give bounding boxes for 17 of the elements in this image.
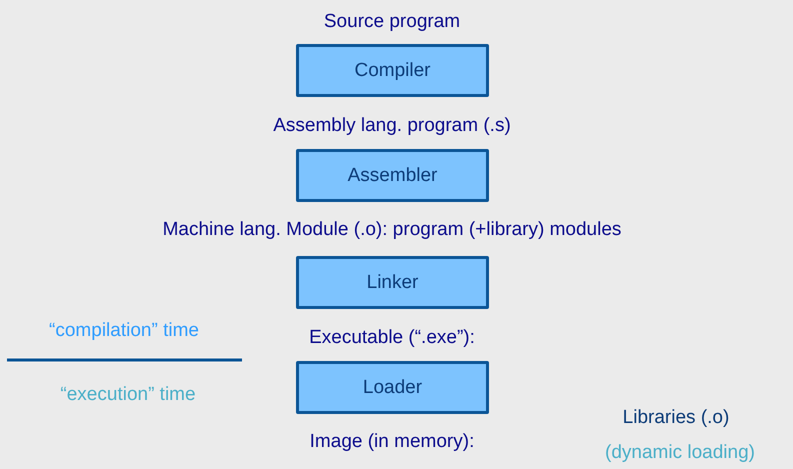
process-box [296,256,489,309]
box-label: Compiler [354,60,431,82]
text-label: Assembly lang. program (.s) [273,115,511,137]
text-label: (dynamic loading) [605,442,755,464]
box-label: Assembler [348,164,438,186]
box-label: Loader [362,376,422,398]
process-box [296,149,489,202]
process-box [296,361,489,414]
box-label: Linker [366,272,418,294]
text-label: Machine lang. Module (.o): program (+library) modules [162,219,622,241]
text-label: Executable (“.exe”): [309,327,475,349]
text-label: Libraries (.o) [622,407,730,429]
text-label: “execution” time [60,384,196,406]
process-box [296,44,489,97]
text-label: Source program [324,11,460,33]
text-label: Image (in memory): [310,431,474,453]
text-label: “compilation” time [49,320,199,342]
